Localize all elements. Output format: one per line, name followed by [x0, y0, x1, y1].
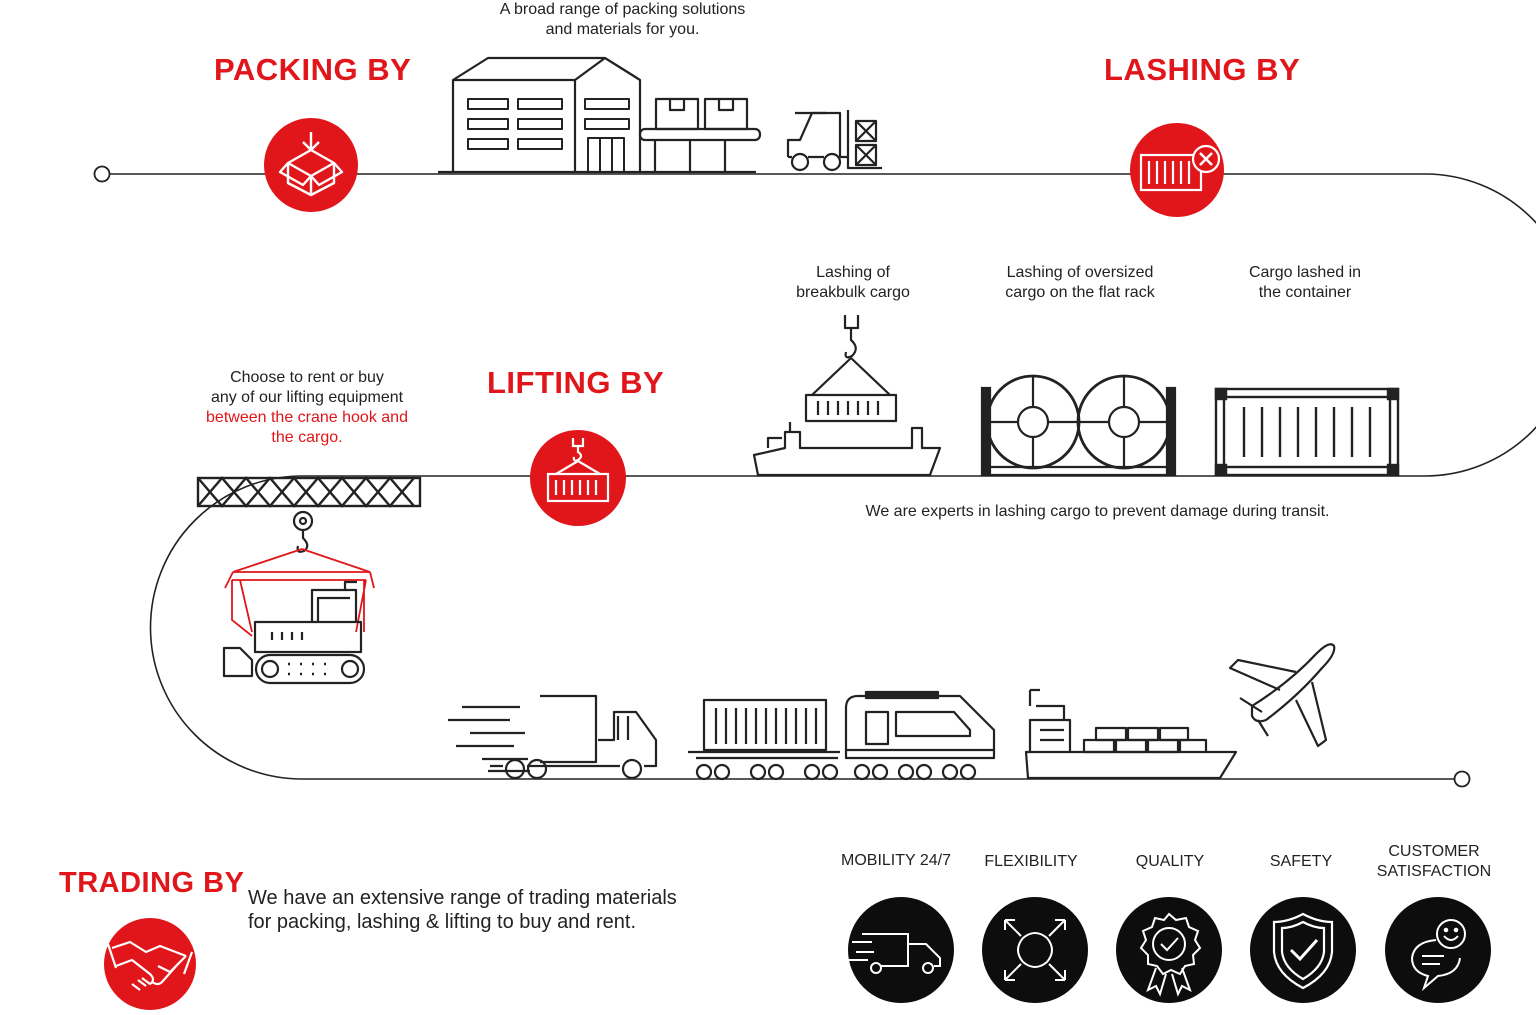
- forklift-icon: [786, 110, 882, 172]
- path-start-dot: [93, 165, 111, 183]
- handshake-icon: [104, 918, 196, 1010]
- value-label-text: SAFETY: [1269, 853, 1333, 870]
- value-label-text: MOBILITY 24/7: [841, 852, 951, 869]
- trading-description: We have an extensive range of trading ma…: [248, 886, 677, 934]
- trading-desc-line: We have an extensive range of trading ma…: [248, 887, 677, 909]
- flat-rack-coils-icon: [980, 374, 1177, 477]
- packing-desc-line-1: A broad range of packing solutions: [499, 1, 746, 18]
- packing-description: A broad range of packing solutions and m…: [470, 0, 775, 40]
- value-label-text: QUALITY: [1135, 853, 1205, 870]
- airplane-icon: [1228, 643, 1336, 748]
- value-label-customer: CUSTOMER SATISFACTION: [1364, 842, 1504, 882]
- value-label-text: CUSTOMER: [1388, 843, 1480, 860]
- truck-icon: [448, 694, 658, 780]
- lifting-desc-highlight-line: between the crane hook and: [206, 409, 408, 426]
- warehouse-icon: [438, 56, 762, 174]
- packing-box-icon: [264, 118, 358, 212]
- lifting-hook-container-icon: [530, 430, 626, 526]
- trading-desc-line: for packing, lashing & lifting to buy an…: [248, 911, 637, 933]
- value-label-flexibility: FLEXIBILITY: [966, 852, 1096, 872]
- lashing-item-breakbulk: Lashing of breakbulk cargo: [768, 263, 938, 303]
- crane-truss-icon: [196, 476, 422, 508]
- lifted-bulldozer-icon: [222, 510, 375, 685]
- value-icon-quality: [1116, 897, 1222, 1003]
- lifting-description: Choose to rent or buy any of our lifting…: [177, 368, 437, 448]
- lifting-desc-line: Choose to rent or buy: [230, 369, 384, 386]
- value-icon-mobility: [848, 897, 954, 1003]
- lashing-item-line: Lashing of: [816, 264, 890, 281]
- lashing-item-line: the container: [1258, 284, 1352, 301]
- trading-title: TRADING BY: [59, 867, 245, 899]
- shipping-container-icon: [1214, 387, 1400, 477]
- crane-ship-icon: [752, 315, 942, 477]
- value-label-mobility: MOBILITY 24/7: [826, 851, 966, 871]
- lashing-item-line: Cargo lashed in: [1248, 264, 1362, 281]
- value-icon-flexibility: [982, 897, 1088, 1003]
- lashing-item-line: cargo on the flat rack: [1005, 284, 1155, 301]
- lifting-desc-line: any of our lifting equipment: [210, 389, 404, 406]
- value-label-quality: QUALITY: [1110, 852, 1230, 872]
- packing-desc-line-2: and materials for you.: [545, 21, 700, 38]
- lashing-item-flat-rack: Lashing of oversized cargo on the flat r…: [980, 263, 1180, 303]
- value-icon-customer: [1385, 897, 1491, 1003]
- lashing-item-line: breakbulk cargo: [796, 284, 910, 301]
- lashing-title: LASHING BY: [1104, 52, 1301, 87]
- lashing-description: We are experts in lashing cargo to preve…: [865, 503, 1330, 520]
- lifting-desc-highlight-line: the cargo.: [271, 429, 343, 446]
- path-end-dot: [1453, 770, 1471, 788]
- value-icon-safety: [1250, 897, 1356, 1003]
- cargo-ship-icon: [1024, 688, 1238, 780]
- value-label-safety: SAFETY: [1245, 852, 1357, 872]
- lifting-title: LIFTING BY: [487, 365, 665, 400]
- lashing-item-line: Lashing of oversized: [1006, 264, 1154, 281]
- value-label-text: FLEXIBILITY: [984, 853, 1078, 870]
- lashing-container-icon: [1130, 123, 1224, 217]
- value-label-text: SATISFACTION: [1376, 863, 1492, 880]
- packing-title: PACKING BY: [214, 52, 412, 87]
- train-icon: [688, 690, 996, 781]
- lashing-item-container: Cargo lashed in the container: [1220, 263, 1390, 303]
